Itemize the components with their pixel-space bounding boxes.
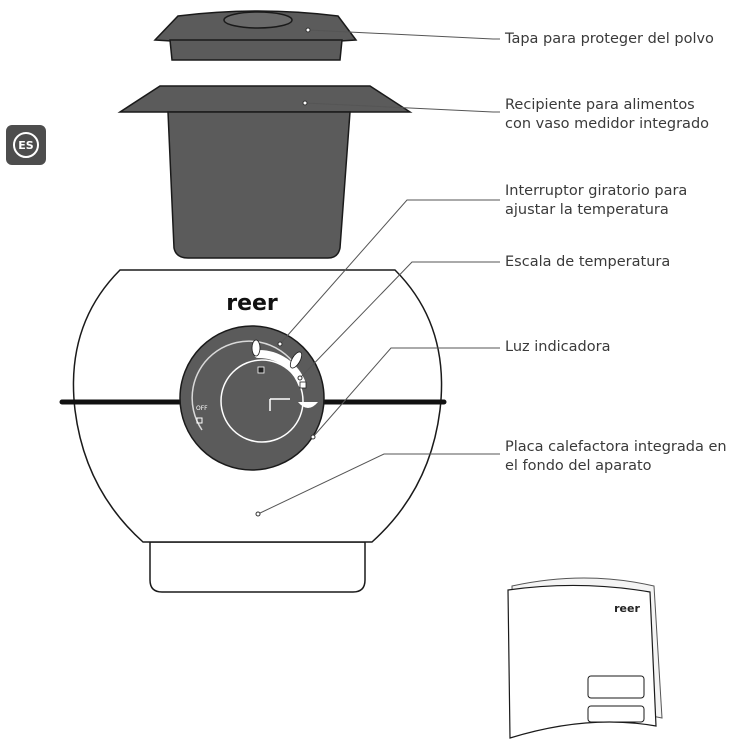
indicator-light xyxy=(257,366,265,374)
callout-food-container-line-2: con vaso medidor integrado xyxy=(505,116,710,132)
bottle-icon xyxy=(251,339,261,357)
manual-brand-logo: reer xyxy=(614,602,640,615)
leader-lines xyxy=(257,29,500,515)
callout-heating-plate: Placa calefactora integrada en el fondo … xyxy=(505,438,727,476)
jar-icon xyxy=(298,402,318,408)
callout-dots xyxy=(255,27,316,517)
callout-rotary-switch: Interruptor giratorio para ajustar la te… xyxy=(505,182,687,220)
callout-temperature-scale-line-1: Escala de temperatura xyxy=(505,254,671,270)
callout-rotary-switch-line-1: Interruptor giratorio para xyxy=(505,183,688,199)
callout-food-container-line-1: Recipiente para alimentos xyxy=(505,97,695,113)
callout-lid-line-1: Tapa para proteger del polvo xyxy=(505,31,714,47)
off-label: OFF xyxy=(196,405,208,412)
control-dial: OFF xyxy=(179,325,325,471)
callout-rotary-switch-line-2: ajustar la temperatura xyxy=(505,202,669,218)
callout-food-container: Recipiente para alimentos con vaso medid… xyxy=(505,96,709,134)
callout-temperature-scale: Escala de temperatura xyxy=(505,253,670,272)
language-badge: ES xyxy=(6,125,46,165)
food-container xyxy=(117,85,413,259)
baby-bottle-icon xyxy=(289,351,303,369)
brand-logo: reer xyxy=(226,291,278,316)
instruction-manual: reer xyxy=(507,577,663,739)
callout-indicator-light: Luz indicadora xyxy=(505,338,610,357)
callout-heating-plate-line-2: el fondo del aparato xyxy=(505,458,652,474)
dust-lid xyxy=(153,10,358,61)
rotary-switch-knob[interactable] xyxy=(220,359,304,443)
language-badge-text: ES xyxy=(13,132,39,158)
callout-indicator-light-line-1: Luz indicadora xyxy=(505,339,611,355)
callout-heating-plate-line-1: Placa calefactora integrada en xyxy=(505,439,727,455)
callout-lid: Tapa para proteger del polvo xyxy=(505,30,714,49)
